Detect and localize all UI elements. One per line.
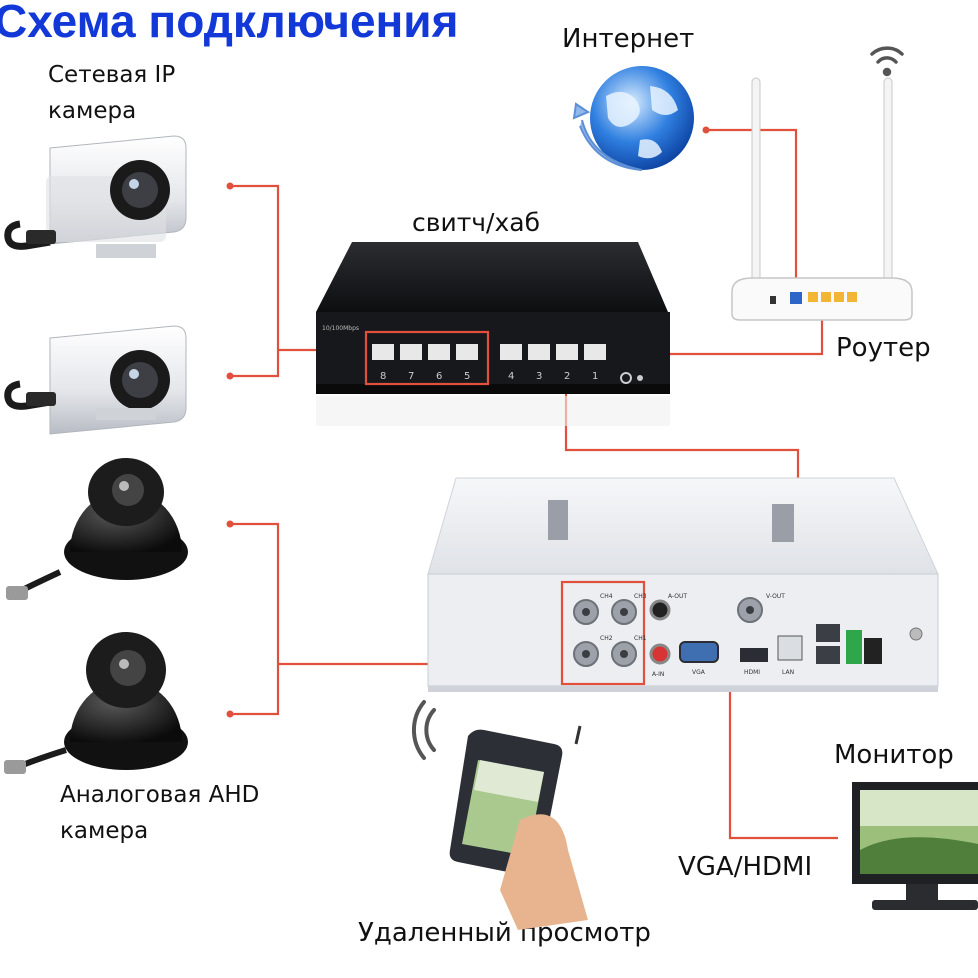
monitor-label: Монитор: [834, 740, 954, 770]
dvr-channel-label: CH1: [634, 635, 647, 642]
wifi-signal-icon: [412, 700, 436, 760]
internet-globe-icon: [572, 66, 694, 171]
dvr-port-label: A-OUT: [668, 593, 687, 600]
switch-port-number: 5: [464, 371, 470, 382]
wifi-icon: [870, 46, 904, 77]
dvr-port-label: VGA: [692, 669, 706, 676]
dvr-port-label: LAN: [782, 669, 794, 676]
dvr-port-label: V-OUT: [766, 593, 785, 600]
ip-camera-label-line1: Сетевая IP: [48, 62, 176, 88]
smartphone-remote: [412, 700, 588, 930]
ahd-camera-label-line2: камера: [60, 818, 149, 844]
ip-camera-1: [4, 135, 187, 258]
vga-hdmi-label: VGA/HDMI: [678, 852, 813, 882]
switch-port-number: 4: [508, 371, 514, 382]
page-title: Схема подключения: [0, 0, 459, 47]
switch-model-text: 10/100Mbps: [322, 325, 359, 332]
ahd-camera-label-line1: Аналоговая AHD: [60, 782, 260, 808]
dvr-port-label: HDMI: [744, 669, 760, 676]
router-device: [731, 46, 913, 321]
monitor-device: [852, 782, 978, 910]
switch-port-number: 1: [592, 371, 598, 382]
dvr-port-label: A-IN: [652, 671, 664, 678]
network-switch: [316, 242, 670, 394]
router-label: Роутер: [836, 333, 931, 363]
ahd-camera-1: [6, 458, 188, 600]
switch-port-number: 2: [564, 371, 570, 382]
ahd-camera-2: [4, 632, 188, 774]
switch-port-number: 7: [408, 371, 414, 382]
ip-camera-2: [4, 325, 187, 435]
dvr-channel-label: CH4: [600, 593, 613, 600]
switch-ports: [372, 344, 606, 360]
ip-camera-label-line2: камера: [48, 98, 137, 124]
wire-endpoints: [226, 126, 710, 718]
internet-label: Интернет: [562, 24, 695, 54]
switch-port-number: 6: [436, 371, 442, 382]
switch-label: свитч/хаб: [412, 208, 541, 237]
switch-port-number: 3: [536, 371, 542, 382]
dvr-channel-label: CH2: [600, 635, 613, 642]
remote-view-label: Удаленный просмотр: [358, 918, 651, 948]
dvr-recorder: [427, 477, 939, 692]
switch-port-number: 8: [380, 371, 386, 382]
dvr-channel-label: CH3: [634, 593, 647, 600]
